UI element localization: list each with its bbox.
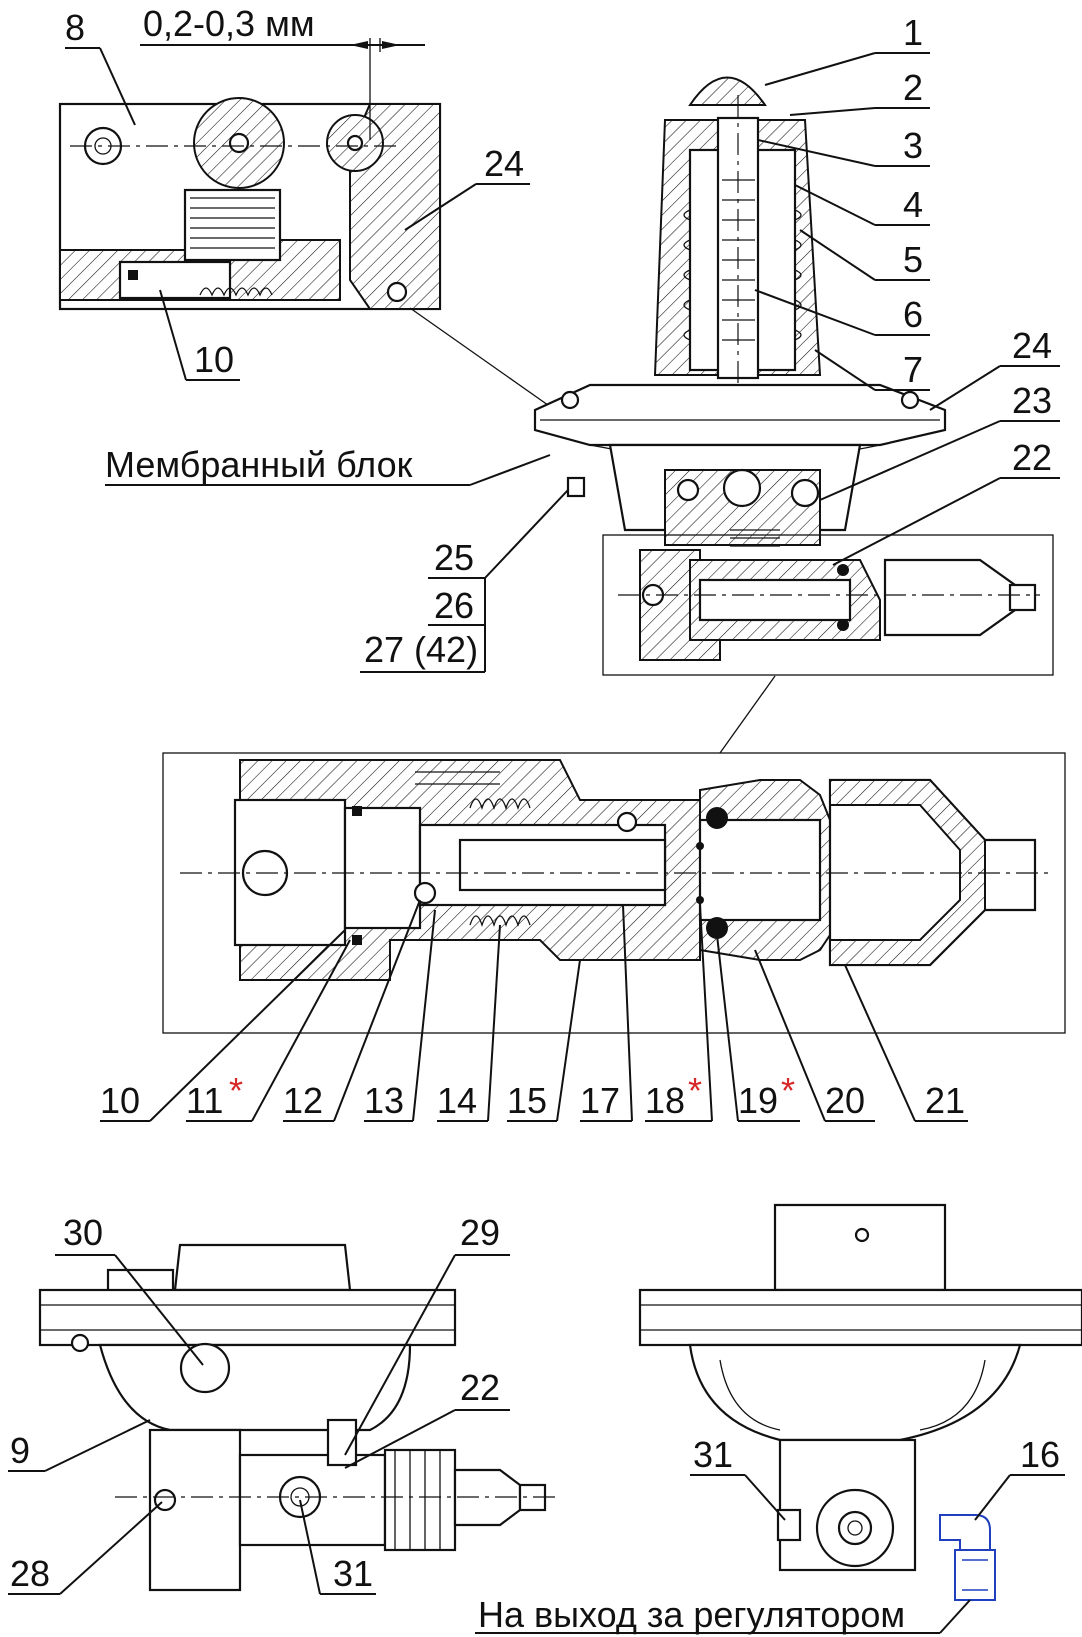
callout-24-detail: 24 bbox=[484, 143, 524, 184]
star-19: * bbox=[781, 1070, 795, 1111]
callout-6: 6 bbox=[903, 294, 923, 335]
callout-5: 5 bbox=[903, 239, 923, 280]
callouts-right: 1 2 3 4 5 6 7 24 23 22 bbox=[754, 12, 1060, 566]
callout-29: 29 bbox=[460, 1212, 500, 1253]
callout-9: 9 bbox=[10, 1430, 30, 1471]
callout-11: 11 bbox=[186, 1080, 223, 1121]
regulator-main-section bbox=[533, 76, 947, 547]
callout-2: 2 bbox=[903, 67, 923, 108]
callout-31-left: 31 bbox=[333, 1553, 373, 1594]
callout-24-main: 24 bbox=[1012, 325, 1052, 366]
callout-19: 19 bbox=[738, 1080, 778, 1121]
callout-27-42: 27 (42) bbox=[364, 629, 478, 670]
callout-31-right: 31 bbox=[693, 1434, 733, 1475]
callout-3: 3 bbox=[903, 125, 923, 166]
callout-30: 30 bbox=[63, 1212, 103, 1253]
callout-25: 25 bbox=[434, 537, 474, 578]
callout-28: 28 bbox=[10, 1553, 50, 1594]
callout-21: 21 bbox=[925, 1080, 965, 1121]
callout-4: 4 bbox=[903, 184, 923, 225]
side-view-left bbox=[38, 1243, 555, 1592]
callout-20: 20 bbox=[825, 1080, 865, 1121]
callout-17: 17 bbox=[580, 1080, 620, 1121]
detail-enlarged-valve bbox=[162, 752, 1066, 1034]
callout-23: 23 bbox=[1012, 380, 1052, 421]
detail-outlet-small bbox=[602, 534, 1054, 676]
callouts-enlarged: 10 11 * 12 13 14 15 17 18 * 19 * 20 21 bbox=[100, 899, 968, 1122]
callout-12: 12 bbox=[283, 1080, 323, 1121]
callout-18: 18 bbox=[645, 1080, 685, 1121]
outlet-label: На выход за регулятором bbox=[478, 1594, 905, 1635]
detail-valve-seat-view bbox=[58, 38, 442, 311]
callout-14: 14 bbox=[437, 1080, 477, 1121]
star-11: * bbox=[229, 1070, 243, 1111]
side-view-right bbox=[638, 1203, 1082, 1601]
callout-16: 16 bbox=[1020, 1434, 1060, 1475]
callout-10-detail: 10 bbox=[194, 339, 234, 380]
gap-dimension-label: 0,2-0,3 мм bbox=[143, 3, 315, 44]
callout-10: 10 bbox=[100, 1080, 140, 1121]
callout-1: 1 bbox=[903, 12, 923, 53]
callout-13: 13 bbox=[364, 1080, 404, 1121]
callout-8: 8 bbox=[65, 7, 85, 48]
membrane-block-label: Мембранный блок bbox=[105, 444, 413, 485]
callout-26: 26 bbox=[434, 585, 474, 626]
callout-22-main: 22 bbox=[1012, 437, 1052, 478]
callout-7: 7 bbox=[903, 349, 923, 390]
star-18: * bbox=[688, 1070, 702, 1111]
callout-22-side: 22 bbox=[460, 1367, 500, 1408]
callout-15: 15 bbox=[507, 1080, 547, 1121]
